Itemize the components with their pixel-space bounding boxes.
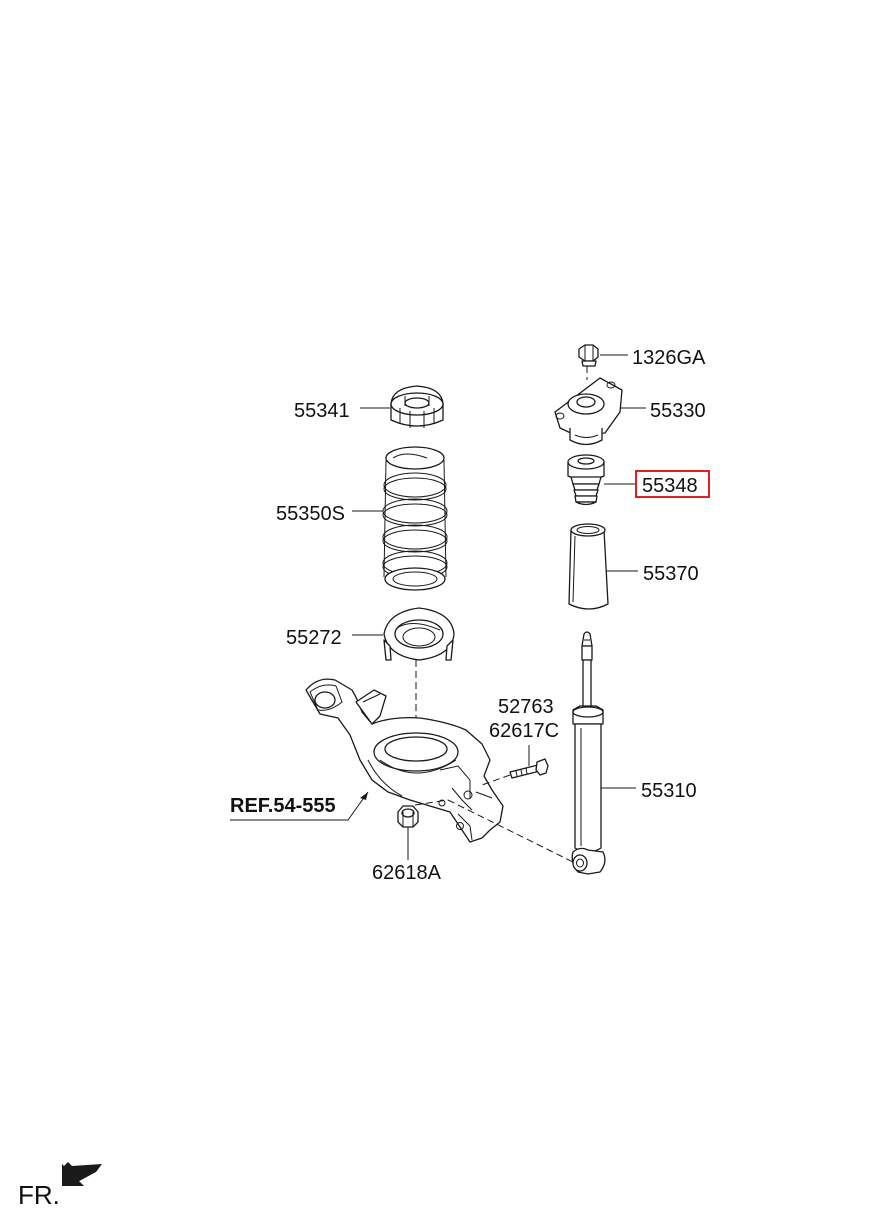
part-label-55370: 55370 bbox=[643, 563, 699, 585]
shock-absorber-icon bbox=[571, 631, 606, 875]
reference-label: REF.54-555 bbox=[230, 795, 336, 817]
part-label-1326GA: 1326GA bbox=[632, 347, 706, 369]
part-label-55348: 55348 bbox=[642, 475, 698, 497]
dust-cover-icon bbox=[568, 523, 609, 610]
nut-lower-icon bbox=[397, 805, 419, 828]
nut-top-icon bbox=[578, 344, 599, 367]
lower-arm-icon bbox=[305, 678, 504, 843]
bump-stopper-icon bbox=[567, 454, 605, 506]
lower-spring-pad-icon bbox=[383, 607, 455, 661]
part-label-55330: 55330 bbox=[650, 400, 706, 422]
front-direction-arrow-icon bbox=[62, 1162, 102, 1186]
coil-spring-icon bbox=[382, 446, 448, 591]
part-label-55341: 55341 bbox=[294, 400, 350, 422]
part-label-55350S: 55350S bbox=[276, 503, 345, 525]
part-label-52763: 52763 bbox=[498, 696, 554, 718]
part-label-55310: 55310 bbox=[641, 780, 697, 802]
upper-spring-pad-icon bbox=[390, 385, 444, 428]
bolt-icon bbox=[509, 758, 549, 779]
part-label-62618A: 62618A bbox=[372, 862, 442, 884]
highlight-box bbox=[635, 470, 710, 498]
front-direction-label: FR. bbox=[18, 1180, 60, 1210]
mount-bracket-icon bbox=[554, 377, 623, 446]
part-label-62617C: 62617C bbox=[489, 720, 559, 742]
part-label-55272: 55272 bbox=[286, 627, 342, 649]
